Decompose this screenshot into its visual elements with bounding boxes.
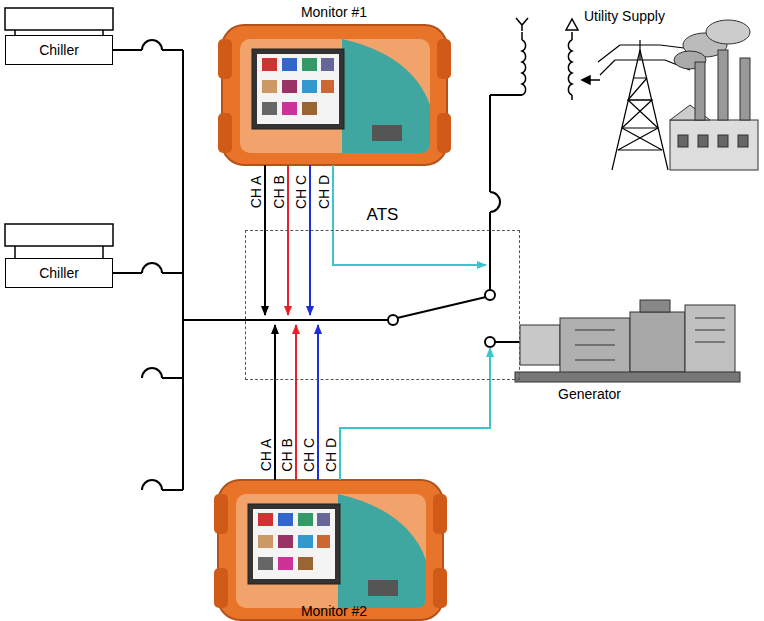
node-label: Monitor #2 (214, 603, 454, 619)
measurement-lead (264, 165, 266, 315)
transfer-switch-box: ATS (245, 230, 520, 380)
measurement-lead (333, 165, 486, 265)
node-label: Monitor #1 (218, 4, 450, 20)
power-monitor: Monitor #1 (218, 4, 450, 165)
channel-label: CH A (249, 176, 263, 209)
node-label: ATS (246, 205, 519, 225)
node-label: Chiller (39, 265, 79, 281)
node-label: Chiller (39, 42, 79, 58)
generator-label: Generator (558, 386, 621, 402)
chiller-box: Chiller (5, 35, 113, 65)
channel-label: CH D (317, 175, 331, 209)
power-monitor: Monitor #2 (214, 480, 454, 621)
channel-label: CH C (294, 175, 308, 209)
channel-label: CH C (302, 438, 316, 472)
measurement-lead (287, 165, 289, 315)
measurement-lead (274, 325, 276, 480)
measurement-lead (340, 348, 490, 480)
measurement-lead (317, 325, 319, 480)
channel-label: CH D (324, 438, 338, 472)
channel-label: CH B (280, 438, 294, 471)
utility-label: Utility Supply (584, 8, 665, 24)
channel-label: CH B (272, 175, 286, 208)
channel-label: CH A (259, 439, 273, 472)
measurement-lead (309, 165, 311, 315)
measurement-lead (295, 325, 297, 480)
chiller-box: Chiller (5, 258, 113, 288)
